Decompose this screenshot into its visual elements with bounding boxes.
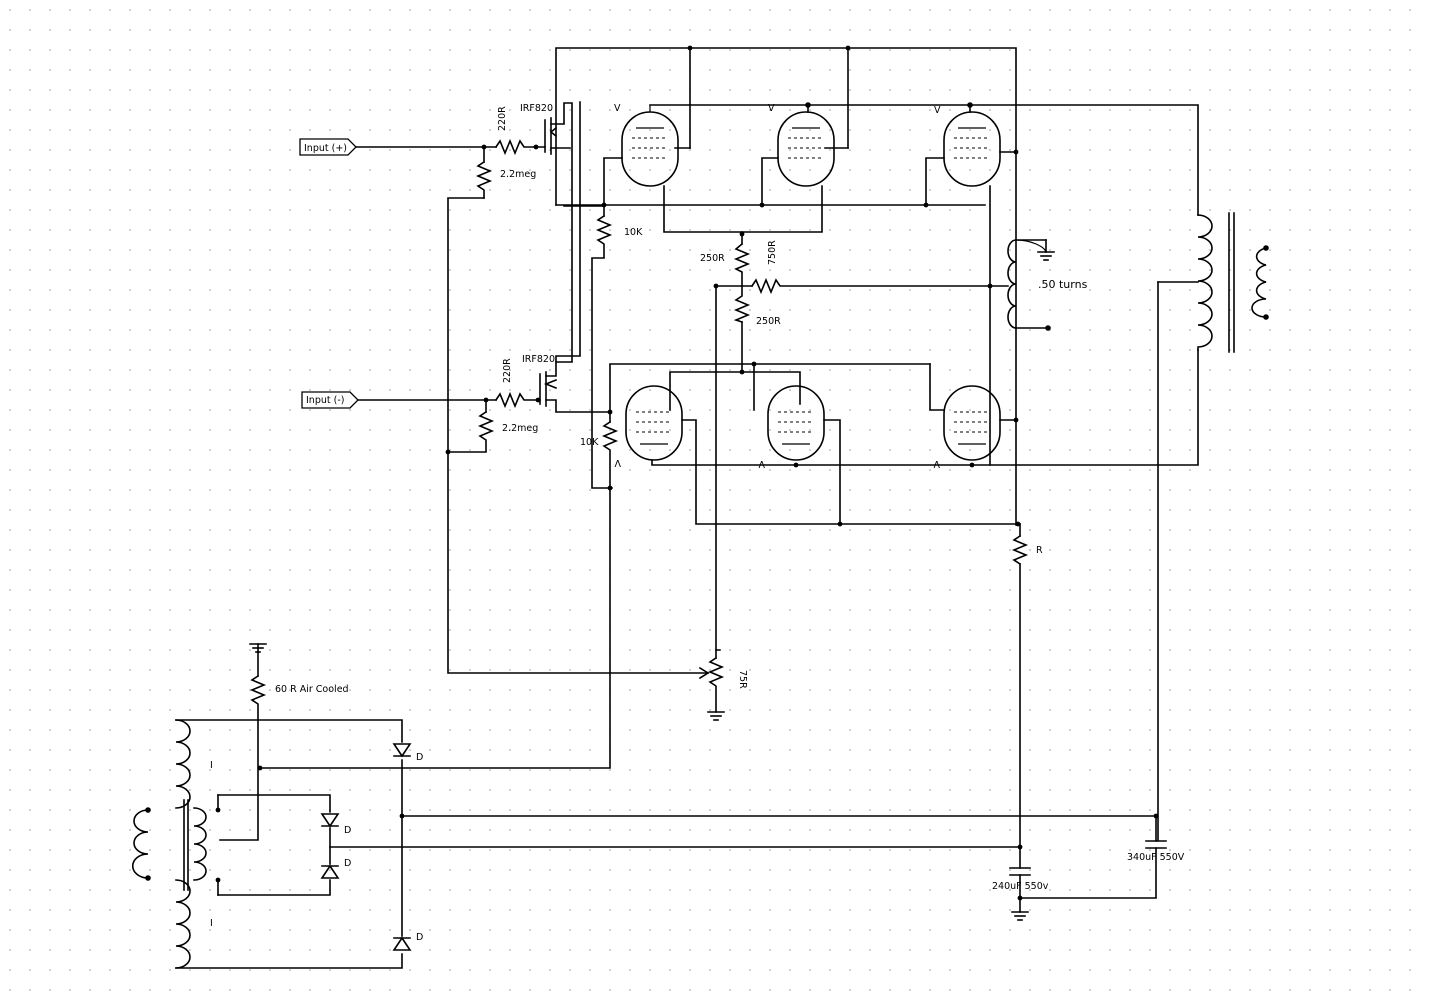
- tube-mark-lower-2: V: [758, 458, 765, 469]
- cathode-resistor-left-label: 250R: [700, 253, 725, 264]
- potentiometer: [707, 649, 725, 721]
- bias-resistor-upper-label: 2.2meg: [500, 169, 536, 180]
- winding-upper-label: I: [210, 760, 213, 771]
- tube-mark-upper-1: V: [614, 103, 621, 114]
- tube-mark-upper-2: V: [768, 103, 775, 114]
- feedback-winding: [1007, 239, 1055, 329]
- drain-resistor-lower-label: 10K: [580, 437, 599, 448]
- diode-mid1-label: D: [344, 825, 351, 836]
- lower-bus: [609, 321, 931, 411]
- lower-tube-1: [625, 349, 1199, 525]
- diode-bottom-label: D: [416, 932, 423, 943]
- winding-lower-label: I: [210, 918, 213, 929]
- power-supply: [132, 643, 1157, 969]
- tube-mark-lower-3: V: [933, 458, 940, 469]
- junction-dots: [145, 45, 1269, 901]
- mosfet-lower-label: IRF820: [522, 354, 555, 365]
- output-transformer: [1157, 212, 1267, 841]
- input-plus-port: [299, 138, 357, 156]
- diode-top-label: D: [416, 752, 423, 763]
- second-capacitor-label: 340uF 550V: [1127, 852, 1185, 863]
- mosfet-upper-label: IRF820: [520, 103, 553, 114]
- upper-tube-3: [925, 111, 1001, 466]
- heater-resistor-label: 60 R Air Cooled: [275, 684, 349, 695]
- lower-tube-3: [929, 363, 1017, 461]
- input-stage: [259, 101, 710, 769]
- tube-mark-lower-1: V: [614, 457, 621, 468]
- pot-label: 75R: [737, 670, 748, 689]
- supply-resistor-label: R: [1036, 545, 1043, 556]
- diode-bottom: [392, 936, 412, 951]
- diode-top: [392, 743, 412, 758]
- diode-middle-1: [320, 813, 340, 828]
- bias-resistor-lower-label: 2.2meg: [502, 423, 538, 434]
- upper-tube-2: [761, 111, 835, 206]
- main-capacitor-label: 240uF 550v: [992, 881, 1049, 892]
- winding-turns-label: .50 turns: [1038, 278, 1088, 291]
- input-minus-port: [301, 391, 359, 409]
- drain-resistor-upper-label: 10K: [624, 227, 643, 238]
- tube-mark-upper-3: V: [934, 105, 941, 116]
- gate-resistor-upper-label: 220R: [497, 106, 508, 131]
- diode-middle-2: [320, 864, 340, 879]
- input-plus-label: Input (+): [304, 143, 347, 154]
- cathode-resistor-right-label: 250R: [756, 316, 781, 327]
- diode-mid2-label: D: [344, 858, 351, 869]
- feedback-resistor-label: 750R: [767, 240, 778, 265]
- upper-frame-wiring: [555, 47, 1199, 526]
- supply-branch: [1009, 523, 1167, 921]
- input-minus-label: Input (-): [306, 395, 344, 406]
- gate-resistor-lower-label: 220R: [502, 358, 513, 383]
